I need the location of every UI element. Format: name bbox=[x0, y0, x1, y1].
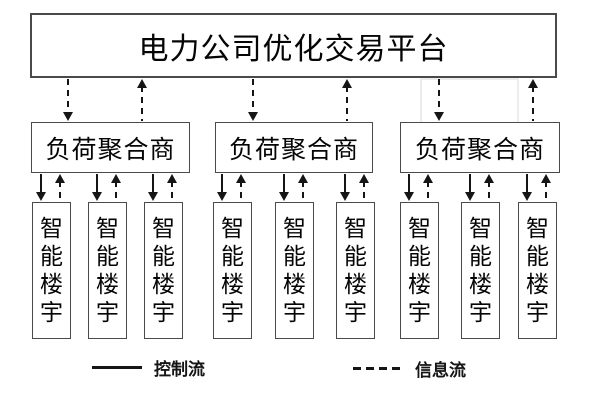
node-platform: 电力公司优化交易平台 bbox=[30, 13, 557, 78]
node-aggregator-3-label: 负荷聚合商 bbox=[414, 136, 545, 164]
arrowhead-down-icon bbox=[434, 112, 444, 121]
edge-info-building-5-to-aggregator-2 bbox=[298, 174, 308, 201]
node-aggregator-2-label: 负荷聚合商 bbox=[228, 136, 359, 164]
edge-info-building-6-to-aggregator-2 bbox=[359, 174, 369, 201]
arrowhead-up-icon bbox=[298, 174, 308, 183]
arrowhead-up-icon bbox=[111, 174, 121, 183]
arrowhead-down-icon bbox=[248, 112, 258, 121]
node-building-6-label: 智能楼宇 bbox=[344, 215, 367, 325]
node-building-5: 智能楼宇 bbox=[275, 202, 314, 339]
node-building-9-label: 智能楼宇 bbox=[526, 215, 549, 325]
edge-control-aggregator-2-to-building-5 bbox=[279, 174, 289, 201]
node-aggregator-1: 负荷聚合商 bbox=[31, 122, 190, 173]
edge-control-aggregator-1-to-building-3 bbox=[148, 174, 158, 201]
edge-info-aggregator-1-to-platform bbox=[137, 79, 147, 121]
node-building-6: 智能楼宇 bbox=[336, 202, 375, 339]
node-building-3: 智能楼宇 bbox=[144, 202, 183, 339]
edge-info-platform-to-aggregator-1 bbox=[63, 79, 73, 121]
node-building-3-label: 智能楼宇 bbox=[152, 215, 175, 325]
legend-information-flow: 信息流 bbox=[353, 356, 466, 381]
legend-control-flow-label: 控制流 bbox=[154, 360, 205, 379]
node-building-1: 智能楼宇 bbox=[32, 202, 71, 339]
node-building-2: 智能楼宇 bbox=[88, 202, 127, 339]
arrowhead-up-icon bbox=[236, 174, 246, 183]
arrowhead-up-icon bbox=[167, 174, 177, 183]
arrowhead-down-icon bbox=[465, 192, 475, 201]
arrowhead-down-icon bbox=[279, 192, 289, 201]
node-building-9: 智能楼宇 bbox=[518, 202, 557, 339]
arrowhead-up-icon bbox=[359, 174, 369, 183]
edge-info-building-7-to-aggregator-3 bbox=[423, 174, 433, 201]
node-aggregator-3: 负荷聚合商 bbox=[400, 122, 560, 173]
arrowhead-down-icon bbox=[404, 192, 414, 201]
arrowhead-down-icon bbox=[63, 112, 73, 121]
node-building-4: 智能楼宇 bbox=[213, 202, 252, 339]
node-building-1-label: 智能楼宇 bbox=[40, 215, 63, 325]
edge-info-building-8-to-aggregator-3 bbox=[484, 174, 494, 201]
edge-info-building-2-to-aggregator-1 bbox=[111, 174, 121, 201]
edge-control-aggregator-1-to-building-1 bbox=[36, 174, 46, 201]
edge-control-aggregator-3-to-building-9 bbox=[522, 174, 532, 201]
legend-control-flow: 控制流 bbox=[92, 355, 205, 380]
node-platform-label: 电力公司优化交易平台 bbox=[138, 32, 449, 66]
node-aggregator-2: 负荷聚合商 bbox=[215, 122, 373, 173]
arrowhead-down-icon bbox=[92, 192, 102, 201]
node-aggregator-1-label: 负荷聚合商 bbox=[45, 136, 176, 164]
node-building-2-label: 智能楼宇 bbox=[96, 215, 119, 325]
arrowhead-down-icon bbox=[522, 192, 532, 201]
dashed-line-key-icon bbox=[353, 367, 403, 370]
edge-info-platform-to-aggregator-3 bbox=[434, 79, 444, 121]
edge-info-aggregator-3-to-platform bbox=[528, 79, 538, 121]
edge-info-building-4-to-aggregator-2 bbox=[236, 174, 246, 201]
edge-control-aggregator-2-to-building-4 bbox=[217, 174, 227, 201]
edge-info-building-3-to-aggregator-1 bbox=[167, 174, 177, 201]
arrowhead-up-icon bbox=[55, 174, 65, 183]
arrowhead-up-icon bbox=[342, 79, 352, 88]
arrowhead-down-icon bbox=[148, 192, 158, 201]
node-building-8: 智能楼宇 bbox=[461, 202, 500, 339]
edge-control-aggregator-2-to-building-6 bbox=[340, 174, 350, 201]
arrowhead-down-icon bbox=[36, 192, 46, 201]
arrowhead-up-icon bbox=[423, 174, 433, 183]
solid-line-key-icon bbox=[92, 366, 142, 369]
node-building-7: 智能楼宇 bbox=[400, 202, 439, 339]
edge-info-building-1-to-aggregator-1 bbox=[55, 174, 65, 201]
arrowhead-down-icon bbox=[217, 192, 227, 201]
node-building-8-label: 智能楼宇 bbox=[469, 215, 492, 325]
edge-info-aggregator-2-to-platform bbox=[342, 79, 352, 121]
arrowhead-up-icon bbox=[484, 174, 494, 183]
arrowhead-up-icon bbox=[137, 79, 147, 88]
edge-info-building-9-to-aggregator-3 bbox=[541, 174, 551, 201]
node-building-7-label: 智能楼宇 bbox=[408, 215, 431, 325]
node-building-5-label: 智能楼宇 bbox=[283, 215, 306, 325]
node-building-4-label: 智能楼宇 bbox=[221, 215, 244, 325]
edge-info-platform-to-aggregator-2 bbox=[248, 79, 258, 121]
edge-control-aggregator-1-to-building-2 bbox=[92, 174, 102, 201]
legend-information-flow-label: 信息流 bbox=[415, 361, 466, 380]
arrowhead-up-icon bbox=[528, 79, 538, 88]
arrowhead-up-icon bbox=[541, 174, 551, 183]
arrowhead-down-icon bbox=[340, 192, 350, 201]
edge-control-aggregator-3-to-building-8 bbox=[465, 174, 475, 201]
edge-control-aggregator-3-to-building-7 bbox=[404, 174, 414, 201]
